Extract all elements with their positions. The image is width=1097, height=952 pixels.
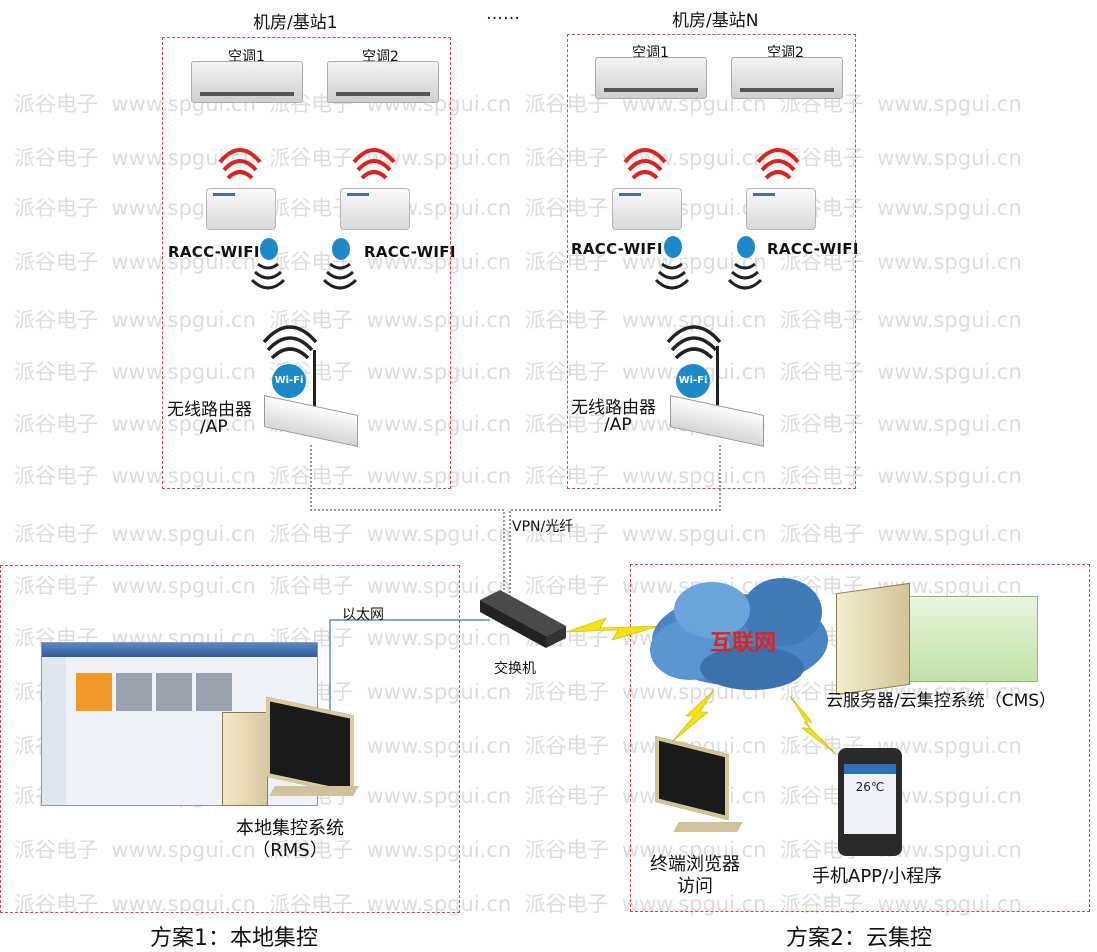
cloud-server-icon (836, 582, 910, 696)
siteN-router-label: 无线路由器 (571, 398, 656, 418)
site1-router-label: 无线路由器 (167, 400, 252, 420)
racc-wifi-module-icon (206, 188, 276, 230)
ellipsis: …… (486, 4, 520, 24)
switch-device (480, 590, 566, 648)
keyboard-icon (673, 822, 743, 832)
internet-cloud (650, 578, 828, 690)
cloud-scheme-title: 方案2：云集控 (786, 926, 932, 951)
air-conditioner-icon (191, 61, 303, 103)
wifi-logo-icon: Wi-Fi (272, 364, 306, 398)
pc-tower-icon (222, 712, 268, 806)
site1-router-label-ap: /AP (200, 417, 228, 437)
cms-label: 云服务器/云集控系统（CMS） (826, 691, 1057, 711)
siteN-title: 机房/基站N (672, 11, 759, 31)
racc-wifi-module-icon (612, 188, 682, 230)
site1-title: 机房/基站1 (253, 13, 338, 33)
air-conditioner-icon (327, 61, 439, 103)
phone-temperature: 26℃ (855, 780, 885, 794)
switch-label: 交换机 (494, 661, 536, 677)
keyboard-icon (269, 786, 359, 796)
ethernet-label: 以太网 (342, 607, 384, 623)
rms-label: 本地集控系统（RMS） (236, 818, 344, 861)
wifi-badge-icon (260, 238, 278, 260)
rms-software-screenshot (41, 642, 318, 806)
racc-wifi-module-icon (746, 188, 816, 230)
browser-label: 终端浏览器访问 (650, 854, 740, 897)
wifi-badge-icon (664, 236, 682, 258)
local-scheme-box (0, 565, 460, 913)
wifi-badge-icon (332, 238, 350, 260)
internet-label: 互联网 (710, 631, 777, 656)
mobile-phone-icon: 26℃ (838, 748, 902, 856)
antenna-icon (716, 346, 719, 408)
racc-wifi-module-icon (340, 188, 410, 230)
vpn-label: VPN/光纤 (512, 519, 574, 535)
air-conditioner-icon (595, 57, 707, 99)
siteN-racc2-label: RACC-WIFI (767, 240, 859, 258)
cloud-scheme-box (630, 564, 1090, 912)
cms-software-screenshot (908, 596, 1038, 682)
siteN-racc1-label: RACC-WIFI (571, 240, 663, 258)
wifi-badge-icon (737, 236, 755, 258)
site1-box (162, 37, 451, 489)
antenna-icon (313, 350, 316, 410)
air-conditioner-icon (731, 57, 843, 99)
local-scheme-title: 方案1：本地集控 (150, 926, 318, 951)
app-label: 手机APP/小程序 (812, 866, 943, 887)
site1-racc1-label: RACC-WIFI (168, 243, 260, 261)
siteN-box (567, 34, 856, 489)
wifi-logo-icon: Wi-Fi (676, 364, 710, 398)
site1-racc2-label: RACC-WIFI (364, 243, 456, 261)
siteN-router-label-ap: /AP (604, 415, 632, 435)
